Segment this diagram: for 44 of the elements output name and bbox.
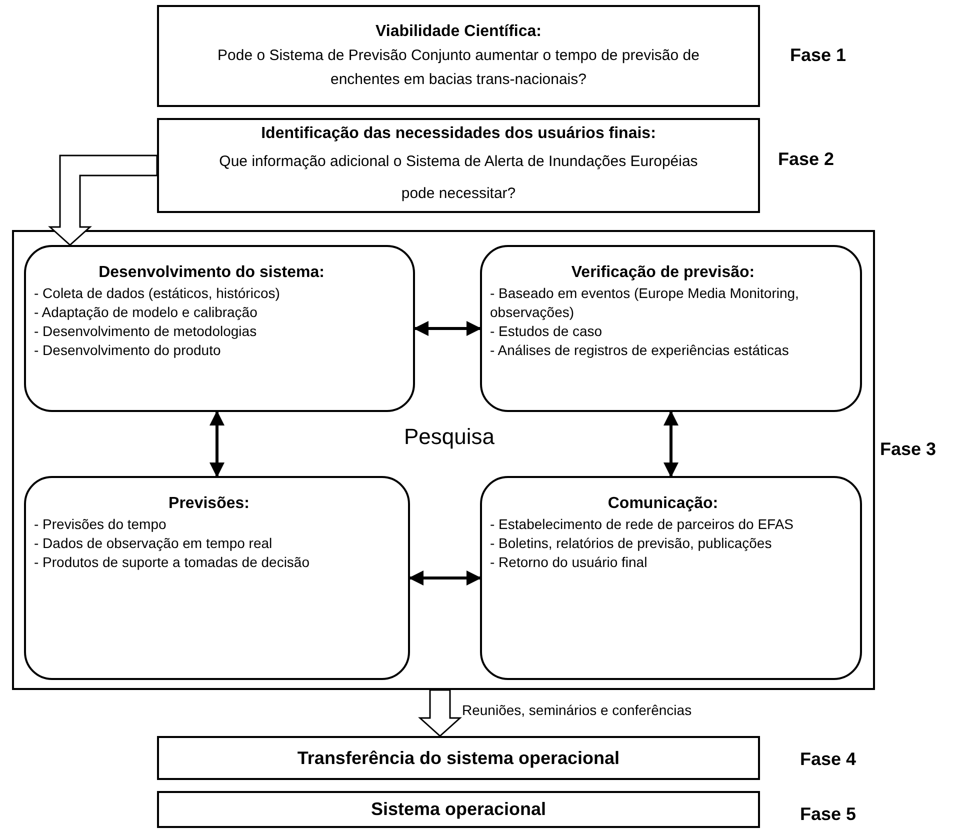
bullet-item: - Boletins, relatórios de previsão, publicações bbox=[490, 534, 773, 553]
process-box bbox=[157, 791, 760, 828]
bullet-item: - Adaptação de modelo e calibração bbox=[34, 303, 258, 322]
bullet-item: - Previsões do tempo bbox=[34, 515, 168, 534]
process-box bbox=[157, 5, 760, 107]
rounded-box bbox=[24, 245, 415, 412]
bullet-item: - Dados de observação em tempo real bbox=[34, 534, 274, 553]
phase-label: Fase 5 bbox=[800, 803, 856, 826]
bullet-item: - Coleta de dados (estáticos, históricos) bbox=[34, 284, 281, 303]
double-arrow bbox=[210, 410, 224, 478]
bullet-item: - Desenvolvimento de metodologias bbox=[34, 322, 258, 341]
rounded-box bbox=[24, 476, 410, 680]
box-heading: Desenvolvimento do sistema: bbox=[98, 263, 326, 282]
block-arrow bbox=[418, 689, 462, 737]
bullet-item: - Estudos de caso bbox=[490, 322, 604, 341]
process-box bbox=[157, 118, 760, 213]
box-heading: Transferência do sistema operacional bbox=[297, 746, 620, 770]
rounded-box bbox=[480, 245, 862, 412]
box-heading: Identificação das necessidades dos usuários finais: bbox=[261, 124, 656, 144]
group-box bbox=[12, 230, 875, 690]
phase-label: Fase 1 bbox=[790, 44, 846, 67]
box-heading: Previsões: bbox=[168, 494, 250, 513]
box-heading: Verificação de previsão: bbox=[570, 263, 756, 282]
bullet-item: - Produtos de suporte a tomadas de decisão bbox=[34, 553, 311, 572]
box-heading: Sistema operacional bbox=[370, 798, 546, 821]
phase-label: Fase 2 bbox=[778, 148, 834, 171]
box-heading: Viabilidade Científica: bbox=[376, 22, 542, 42]
block-arrow bbox=[48, 154, 158, 246]
bullet-item: - Estabelecimento de rede de parceiros do EFAS bbox=[490, 515, 795, 534]
bullet-item: - Análises de registros de experiências estáticas bbox=[490, 341, 790, 360]
box-text: Que informação adicional o Sistema de Alerta de Inundações Européias pode necessitar? bbox=[218, 152, 699, 204]
double-arrow bbox=[414, 321, 482, 336]
phase-label: Fase 3 bbox=[880, 438, 936, 461]
phase-label: Fase 4 bbox=[800, 748, 856, 771]
bullet-item: - Desenvolvimento do produto bbox=[34, 341, 222, 360]
double-arrow bbox=[664, 410, 678, 478]
box-text: Pode o Sistema de Previsão Conjunto aumentar o tempo de previsão de enchentes em bacias trans-nacionais? bbox=[216, 46, 700, 90]
box-heading: Comunicação: bbox=[606, 494, 720, 513]
double-arrow bbox=[408, 570, 482, 586]
group-title: Pesquisa bbox=[404, 423, 495, 451]
bullet-item: - Retorno do usuário final bbox=[490, 553, 648, 572]
process-box bbox=[157, 736, 760, 780]
bullet-item: - Baseado em eventos (Europe Media Monitoring, observações) bbox=[490, 284, 800, 322]
rounded-box bbox=[480, 476, 862, 680]
